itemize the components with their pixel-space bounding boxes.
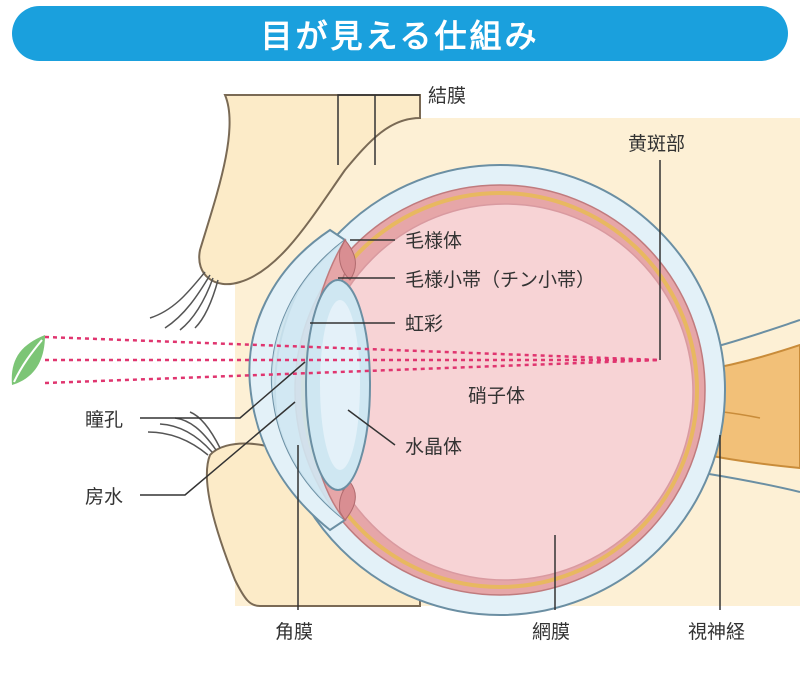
label-optic-nerve: 視神経 bbox=[688, 621, 745, 643]
leader-lines bbox=[140, 94, 721, 610]
label-zonule: 毛様小帯（チン小帯） bbox=[405, 269, 595, 291]
title-banner: 目が見える仕組み bbox=[12, 6, 788, 61]
label-vitreous: 硝子体 bbox=[468, 385, 525, 407]
upper-eyelashes bbox=[149, 271, 219, 331]
lens-highlight bbox=[320, 300, 360, 470]
page-title: 目が見える仕組み bbox=[260, 16, 540, 55]
label-macula: 黄斑部 bbox=[628, 133, 685, 155]
lower-eyelashes bbox=[147, 411, 221, 456]
label-aqueous: 房水 bbox=[85, 486, 123, 508]
label-iris: 虹彩 bbox=[405, 313, 443, 335]
label-pupil: 瞳孔 bbox=[85, 409, 123, 431]
upper-eyelid bbox=[198, 94, 421, 286]
label-retina: 網膜 bbox=[532, 621, 570, 643]
light-rays bbox=[44, 335, 661, 385]
label-ciliary-body: 毛様体 bbox=[405, 230, 462, 252]
leaf-icon bbox=[11, 335, 46, 385]
ciliary-body-upper bbox=[339, 239, 356, 281]
label-conjunctiva: 結膜 bbox=[428, 85, 466, 107]
label-lens: 水晶体 bbox=[405, 436, 462, 458]
label-cornea: 角膜 bbox=[275, 621, 313, 643]
